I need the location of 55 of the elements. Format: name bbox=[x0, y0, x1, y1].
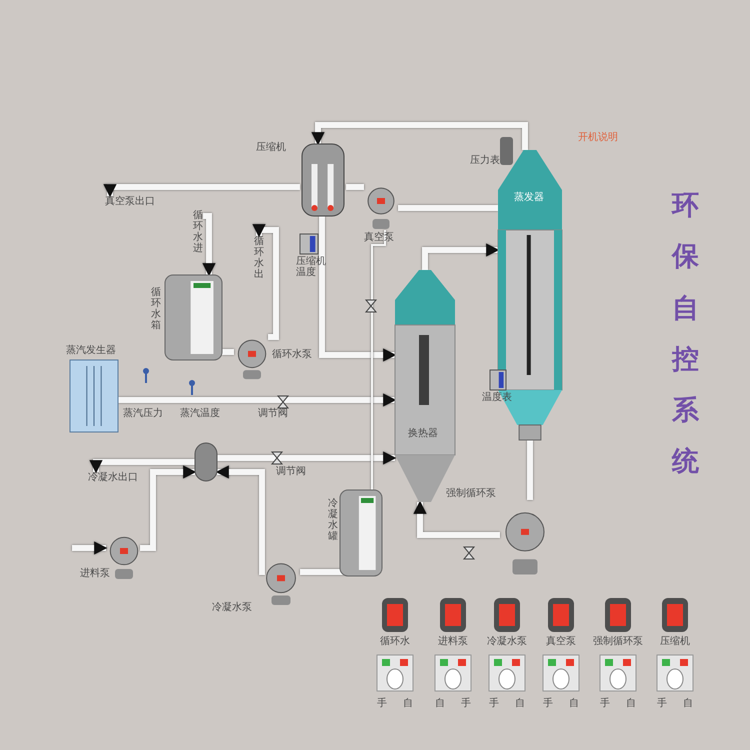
equipment-label: 蒸汽温度 bbox=[180, 408, 220, 419]
vertical-title: 环保自控系统 bbox=[672, 189, 699, 480]
mode-label: 自 bbox=[626, 698, 636, 709]
equipment-label: 循环水泵 bbox=[272, 349, 312, 360]
equipment-label: 强制循环泵 bbox=[446, 488, 496, 499]
switch-label: 压缩机 bbox=[660, 636, 690, 647]
mode-label: 手 bbox=[489, 698, 499, 709]
equipment-label: 进料泵 bbox=[80, 568, 110, 579]
pipe-arrow bbox=[216, 465, 265, 575]
outlet-label: 循环水进 bbox=[193, 210, 204, 256]
pipe-arrow bbox=[311, 122, 528, 150]
equipment-label: 蒸发器 bbox=[514, 192, 544, 203]
equipment-label: 循环水箱 bbox=[151, 287, 161, 331]
equipment-label: 冷凝水罐 bbox=[328, 498, 338, 542]
start-instructions-link: 开机说明 bbox=[578, 132, 618, 143]
mode-label: 自 bbox=[683, 698, 693, 709]
equipment-label: 压力表 bbox=[470, 155, 500, 166]
equipment-label: 压缩机 bbox=[256, 142, 286, 153]
mode-label: 手 bbox=[657, 698, 667, 709]
mode-label: 自 bbox=[403, 698, 413, 709]
equipment-label: 温度表 bbox=[482, 392, 512, 403]
equipment-label: 换热器 bbox=[408, 428, 438, 439]
equipment-label: 调节阀 bbox=[276, 466, 306, 477]
pipe-arrow bbox=[319, 216, 396, 362]
switch-label: 强制循环泵 bbox=[593, 636, 643, 647]
pipe-arrow bbox=[118, 393, 396, 407]
pipe-arrow bbox=[140, 465, 196, 551]
outlet-label: 冷凝水出口 bbox=[88, 472, 140, 484]
pipe-arrow bbox=[422, 243, 500, 270]
mode-label: 自 bbox=[515, 698, 525, 709]
pipe-arrow bbox=[217, 451, 396, 465]
equipment-label: 冷凝水泵 bbox=[212, 602, 252, 613]
switch-label: 进料泵 bbox=[438, 636, 468, 647]
equipment-label: 真空泵 bbox=[364, 232, 394, 243]
outlet-label: 真空泵出口 bbox=[105, 196, 157, 208]
mode-label: 手 bbox=[461, 698, 471, 709]
pipe-arrow bbox=[89, 459, 195, 474]
equipment-label: 蒸汽压力 bbox=[123, 408, 163, 419]
equipment-label: 调节阀 bbox=[258, 408, 288, 419]
mode-label: 自 bbox=[569, 698, 579, 709]
mode-label: 自 bbox=[435, 698, 445, 709]
equipment-label: 压缩机温度 bbox=[296, 256, 327, 278]
pipe-arrow bbox=[202, 213, 216, 276]
mode-label: 手 bbox=[377, 698, 387, 709]
mode-label: 手 bbox=[543, 698, 553, 709]
switch-label: 冷凝水泵 bbox=[487, 636, 527, 647]
mode-label: 手 bbox=[600, 698, 610, 709]
switch-label: 循环水 bbox=[380, 636, 410, 647]
pipe-arrow bbox=[252, 224, 279, 340]
equipment-label: 蒸汽发生器 bbox=[66, 345, 116, 356]
outlet-label: 循环水出 bbox=[254, 236, 265, 282]
pipe-arrow bbox=[413, 500, 500, 538]
pipe-arrow bbox=[72, 541, 108, 555]
switch-label: 真空泵 bbox=[546, 636, 576, 647]
pipe-arrow bbox=[103, 184, 300, 198]
